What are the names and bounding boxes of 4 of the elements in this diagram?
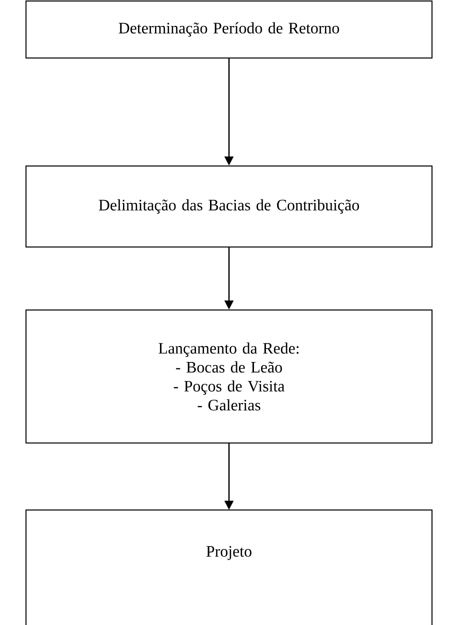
process-box: Lançamento da Rede: - Bocas de Leão - Poços de Visita - Galerias bbox=[26, 310, 432, 444]
process-box: Delimitação das Bacias de Contribuição bbox=[26, 166, 432, 248]
process-box: Determinação Período de Retorno bbox=[26, 0, 432, 58]
process-box: Projeto bbox=[26, 510, 432, 625]
